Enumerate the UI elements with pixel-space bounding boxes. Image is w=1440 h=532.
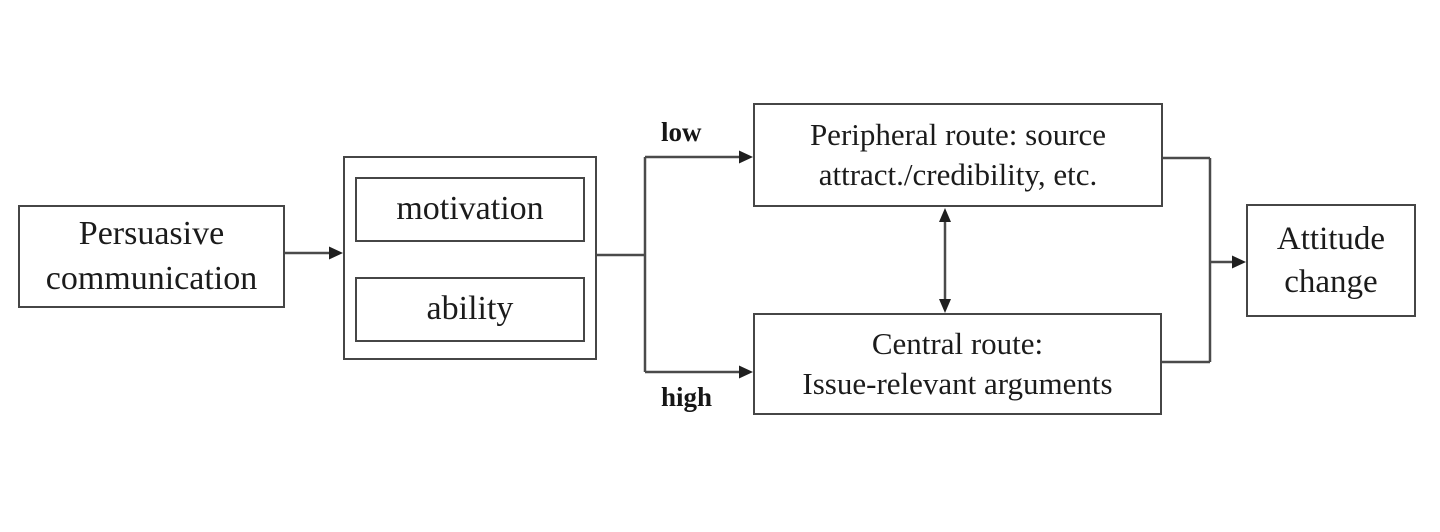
motivation-box: motivation	[355, 177, 585, 242]
arrow-right-icon	[1232, 255, 1246, 269]
arrow-up-icon	[939, 208, 951, 222]
ability-box: ability	[355, 277, 585, 342]
moderators-container-box: motivation ability	[343, 156, 597, 360]
central-route-box: Central route: Issue-relevant arguments	[753, 313, 1162, 415]
high-elaboration-edge-label: high	[661, 382, 713, 412]
arrow-right-icon	[739, 150, 753, 164]
persuasive-communication-box: Persuasive communication	[18, 205, 285, 308]
peripheral-route-box: Peripheral route: source attract./credib…	[753, 103, 1163, 207]
low-elaboration-edge-label: low	[661, 117, 702, 147]
arrow-right-icon	[329, 246, 343, 260]
arrow-right-icon	[739, 365, 753, 379]
attitude-change-box: Attitude change	[1246, 204, 1416, 317]
arrow-down-icon	[939, 299, 951, 313]
